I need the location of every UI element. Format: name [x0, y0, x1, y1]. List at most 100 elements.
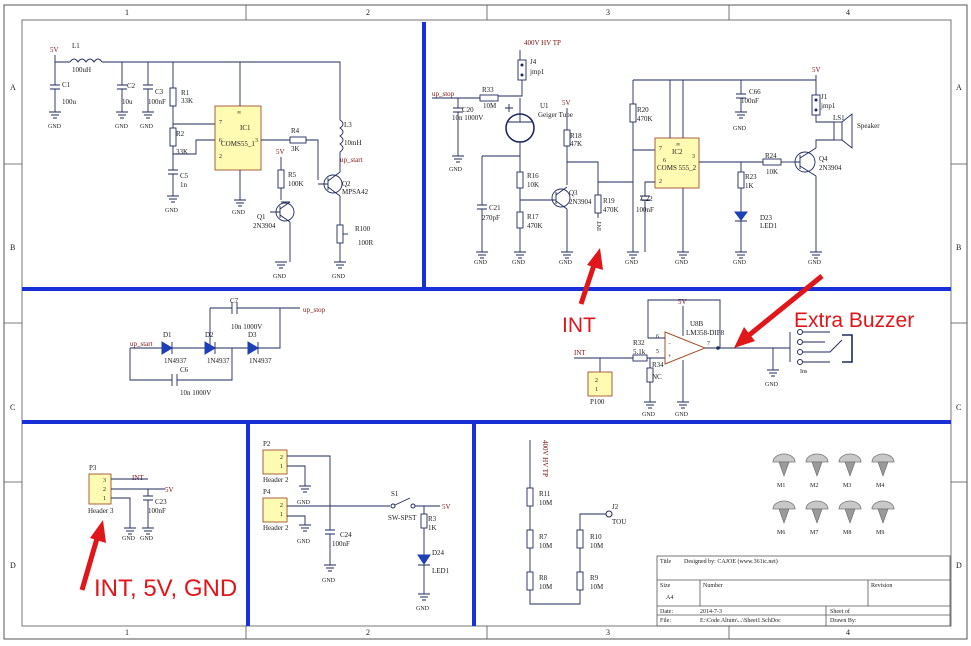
title-label: Title: [660, 559, 671, 565]
p100-pin2: 2: [595, 378, 598, 384]
c1-ref: C1: [62, 81, 71, 89]
p4-body: [262, 497, 288, 523]
p3-section: 3 2 1 P3 Header 3 INT 5V C23 100nF GND G…: [88, 464, 174, 542]
c23-ref: C23: [155, 498, 167, 506]
u8-type: LM358-DIP8: [686, 329, 725, 337]
c1-gnd: GND: [48, 124, 62, 130]
r100-gnd: GND: [332, 274, 346, 280]
c21-gnd: GND: [474, 260, 488, 266]
p3-ref: P3: [89, 464, 97, 472]
mount-hole: M8: [838, 500, 862, 536]
c20-gnd: GND: [449, 167, 463, 173]
p2-name: Header 2: [263, 476, 289, 484]
r34-gnd: GND: [642, 412, 656, 418]
r4-ref: R4: [291, 127, 300, 135]
ic1-pin7: 7: [219, 120, 222, 126]
title-designed-by: Designed by: CAJOE (www.361ic.net): [684, 558, 778, 565]
ic1-gnd: GND: [232, 210, 246, 216]
col-label-3: 3: [606, 8, 610, 17]
net-5v-u8: 5V: [678, 298, 687, 306]
comparator-section: INT 2 1 P100 R32 5.1k R34 NC GND − + 6 5…: [574, 298, 853, 418]
col-label-2-bottom: 2: [366, 628, 370, 637]
c3-ref: C3: [155, 88, 164, 96]
r7-value: 10M: [539, 542, 553, 550]
row-label-d-right: D: [956, 561, 962, 570]
j1-value: jmp1: [820, 102, 836, 110]
r100-ref: R100: [355, 225, 371, 233]
mount-hole: M1: [772, 453, 796, 489]
q1-gnd: GND: [273, 274, 287, 280]
ic1-name: COMS55_1: [221, 140, 255, 148]
p4-pin2: 2: [280, 503, 283, 509]
j2-ref: J2: [612, 503, 619, 511]
net-5v-j1: 5V: [812, 66, 821, 74]
title-sheet-label: Sheet of: [830, 608, 850, 615]
p2-pin2: 2: [280, 455, 283, 461]
c22-ref: C22: [641, 195, 653, 203]
u8-gnd: GND: [675, 412, 689, 418]
r17-ref: R17: [527, 213, 539, 221]
c3-value: 100nF: [148, 98, 166, 106]
r32-value: 5.1k: [633, 348, 646, 356]
c21-ref: C21: [489, 204, 501, 212]
r11-value: 10M: [539, 499, 553, 507]
ic2-pin6: 6: [663, 158, 666, 164]
r24-value: 10K: [766, 168, 778, 176]
u1-ref: U1: [540, 102, 549, 110]
d23-gnd: GND: [733, 260, 747, 266]
r100-value: 100R: [358, 239, 374, 247]
title-size-label: Size: [660, 583, 671, 589]
divider-section: 400V HV TP R11 10M R7 10M R8 10M R10 10M…: [526, 440, 626, 605]
c2-value: 10u: [122, 98, 133, 106]
c24-value: 100nF: [332, 540, 350, 548]
p4-ref: P4: [263, 488, 271, 496]
q3-type: 2N3904: [569, 198, 592, 206]
r1-ref: R1: [181, 89, 190, 97]
col-label-2: 2: [366, 8, 370, 17]
j1-ref: J1: [821, 93, 828, 101]
r9-ref: R9: [590, 574, 599, 582]
mount-hole: M2: [805, 453, 829, 489]
opamp-symbol: [664, 331, 707, 365]
r4-value: 3K: [291, 145, 300, 153]
r3-ref: R3: [428, 515, 437, 523]
r18-ref: R18: [570, 132, 582, 140]
c5-gnd: GND: [165, 208, 179, 214]
title-revision-label: Revision: [871, 583, 892, 589]
c24-ref: C24: [340, 531, 352, 539]
geiger-section: 400V HV TP J4 jmp1 up_stop R33 10M C20 1…: [432, 39, 880, 266]
c1-value: 100u: [62, 98, 77, 106]
ic1-body: [214, 105, 262, 171]
p3-gnd-1: GND: [122, 536, 136, 542]
r19-value: 470K: [603, 206, 619, 214]
net-up-stop-c7: up_stop: [303, 306, 326, 314]
ic1-pin6: 6: [219, 138, 222, 144]
jack-contacts: [789, 329, 853, 365]
l3-ref: L3: [344, 121, 352, 129]
d23-name: LED1: [760, 222, 778, 230]
s1-ref: S1: [391, 490, 399, 498]
r1-value: 33K: [181, 97, 193, 105]
net-up-start-d1: up_start: [130, 340, 153, 348]
d1-ref: D1: [163, 331, 172, 339]
u1-name: Geiger Tube: [538, 111, 573, 119]
mount-hole-label: M3: [843, 483, 851, 489]
r2-value: 33K: [176, 148, 188, 156]
p2-ref: P2: [263, 440, 271, 448]
net-int-comparator: INT: [574, 349, 586, 357]
c66-value: 100nF: [741, 97, 759, 105]
u8-ref: U8B: [690, 320, 704, 328]
mount-hole: M4: [871, 453, 895, 489]
annotation-extra-buzzer-text: Extra Buzzer: [794, 309, 914, 332]
p3-pin1: 1: [103, 496, 106, 502]
net-5v-r5: 5V: [276, 148, 285, 156]
r32-ref: R32: [633, 339, 645, 347]
multiplier-section: C7 10n 1000V up_stop up_start D1 1N4937 …: [129, 297, 326, 397]
annotation-extra-buzzer: Extra Buzzer: [734, 274, 914, 348]
r5-ref: R5: [288, 171, 297, 179]
p100-body: [587, 371, 613, 397]
annotation-int: INT: [562, 248, 603, 337]
j4-value: jmp1: [529, 68, 545, 76]
annotation-int-5v-gnd: INT, 5V, GND: [79, 520, 237, 602]
